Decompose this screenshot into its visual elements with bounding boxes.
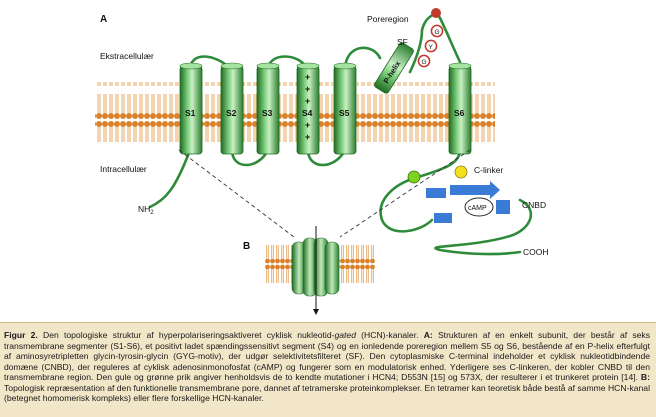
tetramer-pore <box>291 226 340 315</box>
cnbd-label: CNBD <box>522 200 546 210</box>
segment-label-s4: S4 <box>302 108 313 118</box>
mutation-marker-573x <box>407 170 421 184</box>
projection-line <box>178 149 295 238</box>
ion-flow-arrowhead <box>313 309 319 315</box>
sf-residue <box>417 54 431 68</box>
hcn-topology-diagram: A B Ekstracellulær Intracellulær S1 S2 S… <box>95 8 549 315</box>
pore-loop <box>408 13 462 74</box>
caption-b-text: Topologisk repræsentation af den funktio… <box>4 382 650 404</box>
nh2-label: NH2 <box>138 204 154 216</box>
panel-b-label: B <box>243 241 250 252</box>
c-linker-label: C-linker <box>474 165 503 175</box>
projection-line <box>339 149 471 238</box>
protein-chain-loop <box>148 46 382 209</box>
extracellular-label: Ekstracellulær <box>100 51 154 61</box>
s4-plus-charges: + <box>305 120 310 130</box>
camp-molecule <box>464 197 494 217</box>
segment-label-s6: S6 <box>454 108 465 118</box>
segment-s4: + + + S4 + + <box>296 62 320 155</box>
sf-residue-label: G <box>422 59 427 66</box>
figure-caption: Figur 2. Den topologiske struktur af hyp… <box>0 322 656 417</box>
caption-gated: gated <box>334 330 356 340</box>
selectivity-filter: G Y G <box>417 8 444 68</box>
caption-a-text: Strukturen af en enkelt subunit, der bes… <box>4 330 650 382</box>
s4-plus-charges: + <box>305 84 310 94</box>
sf-residue-label: G <box>435 29 440 36</box>
sf-residue-label: Y <box>429 44 434 51</box>
segment-s3: S3 <box>256 62 280 155</box>
segment-label-s5: S5 <box>339 108 350 118</box>
segment-s6: S6 <box>448 62 472 155</box>
segment-label-s3: S3 <box>262 108 273 118</box>
caption-text: Figur 2. Den topologiske struktur af hyp… <box>4 330 650 404</box>
sf-residue <box>424 39 438 53</box>
c-terminal-chain <box>379 148 533 256</box>
caption-fig-label: Figur 2. <box>4 330 38 340</box>
cnbd-domain: cAMP CNBD <box>426 181 546 223</box>
s4-plus-charges: + <box>305 72 310 82</box>
segment-s5: S5 <box>333 62 357 155</box>
camp-label: cAMP <box>468 205 487 212</box>
panel-a-label: A <box>100 14 107 25</box>
sf-residue <box>430 24 444 38</box>
segment-label-s1: S1 <box>185 108 196 118</box>
intracellular-label: Intracellulær <box>100 164 147 174</box>
s4-plus-charges: + <box>305 132 310 142</box>
caption-intro-end: (HCN)-kanaler. <box>356 330 424 340</box>
poreregion-label: Poreregion <box>367 14 409 24</box>
sf-label: SF <box>397 37 408 47</box>
segment-label-s2: S2 <box>226 108 237 118</box>
segment-s2: S2 <box>220 62 244 155</box>
caption-intro: Den topologiske struktur af hyperpolaris… <box>37 330 335 340</box>
caption-a-label: A: <box>423 330 433 340</box>
cooh-label: COOH <box>523 247 549 257</box>
mutation-marker-d553n <box>454 165 468 179</box>
s4-plus-charges: + <box>305 96 310 106</box>
caption-b-label: B: <box>640 372 650 382</box>
segment-s1: S1 <box>179 62 203 155</box>
lipid-bilayer <box>95 82 495 142</box>
